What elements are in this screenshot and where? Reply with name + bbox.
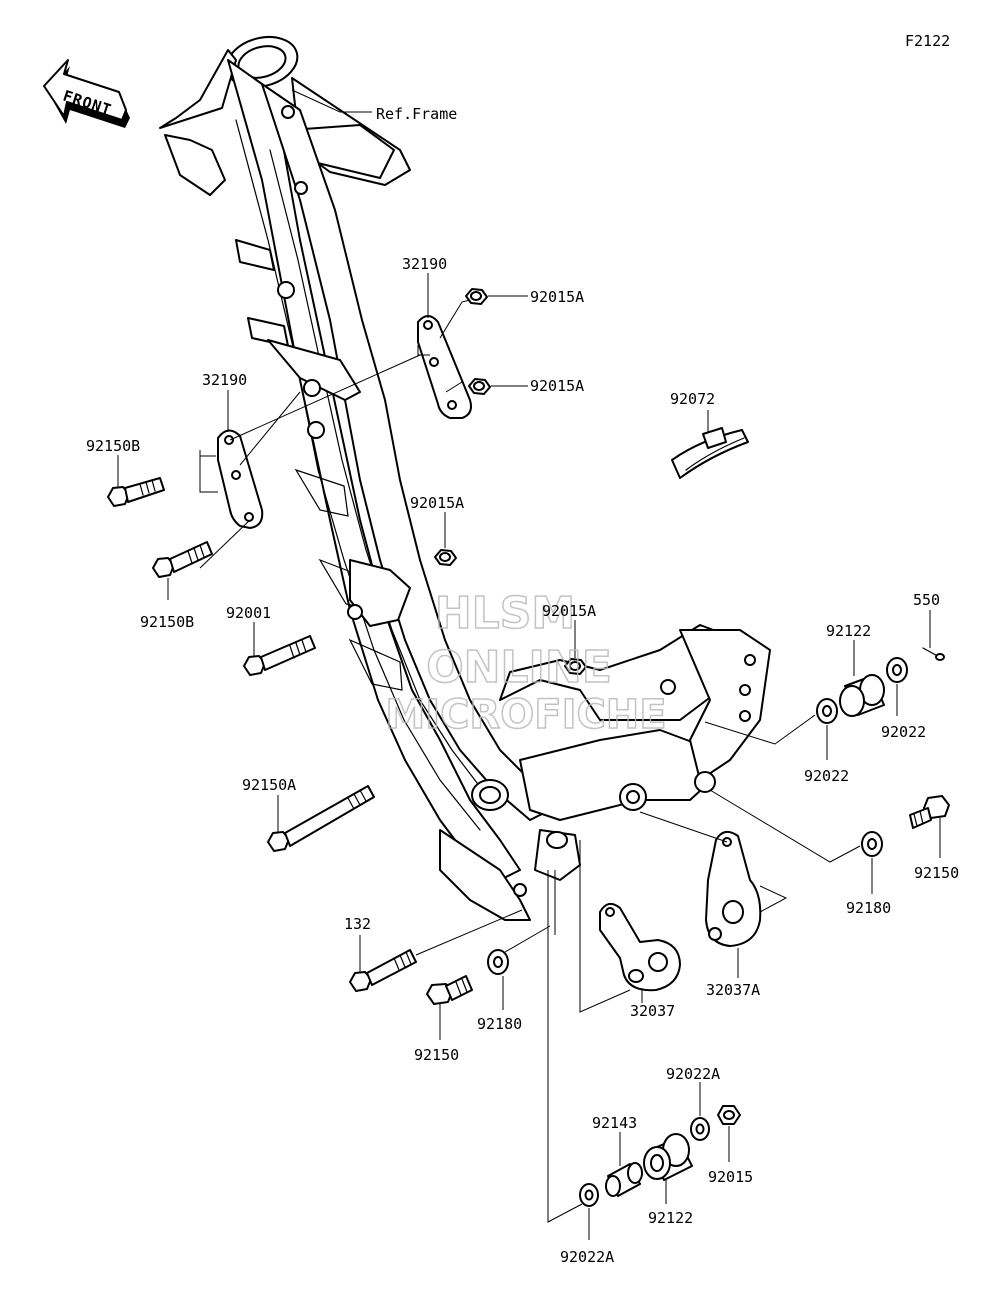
label-92150-right: 92150 [914, 864, 959, 882]
sleeve-92143 [605, 1162, 643, 1197]
label-32037A: 32037A [706, 981, 760, 999]
washer-92022A-bottom [579, 1183, 599, 1207]
label-92001: 92001 [226, 604, 271, 622]
label-32037: 32037 [630, 1002, 675, 1020]
frame-drawing [159, 36, 771, 921]
engine-bracket-32190-upper [417, 315, 472, 419]
label-132: 132 [344, 915, 371, 933]
label-92122-right: 92122 [826, 622, 871, 640]
nut-92015A-2 [468, 378, 491, 395]
label-92022-right: 92022 [881, 723, 926, 741]
nut-92015A-3 [434, 549, 457, 566]
washer-92180-right [861, 831, 883, 857]
bolt-92001 [243, 635, 316, 676]
label-92150B-2: 92150B [140, 613, 194, 631]
label-92143: 92143 [592, 1114, 637, 1132]
band-92072 [671, 427, 749, 479]
label-92022-left: 92022 [804, 767, 849, 785]
watermark-line-3: MICROFICHE [385, 692, 666, 738]
watermark: HLSM ONLINE MICROFICHE [385, 587, 668, 739]
nut-92015 [717, 1105, 741, 1125]
bracket-32037A [705, 830, 762, 947]
leader-lines [117, 89, 941, 1240]
label-32190-upper: 32190 [402, 255, 447, 273]
bolt-132 [349, 949, 417, 992]
label-92015A-2: 92015A [530, 377, 584, 395]
label-92180-bottom: 92180 [477, 1015, 522, 1033]
bracket-32037 [599, 902, 681, 992]
label-92072: 92072 [670, 390, 715, 408]
label-92015: 92015 [708, 1168, 753, 1186]
nut-92015A-1 [465, 288, 488, 305]
label-550: 550 [913, 591, 940, 609]
collar-92122-bottom [643, 1133, 693, 1181]
nut-92015A-4 [564, 658, 587, 675]
watermark-line-2: ONLINE [426, 642, 612, 693]
bolt-92150B-1 [107, 477, 165, 507]
diagram-code: F2122 [905, 32, 950, 50]
label-92150-bottom: 92150 [414, 1046, 459, 1064]
bolt-92150-bottom [426, 975, 473, 1005]
washer-92022A-top [690, 1117, 710, 1141]
label-92022A-bottom: 92022A [560, 1248, 614, 1266]
label-ref-frame: Ref.Frame [376, 105, 457, 123]
bolt-92150B-2 [152, 541, 213, 578]
label-92015A-1: 92015A [530, 288, 584, 306]
washer-92022-right [886, 657, 908, 683]
bolt-92150-right [909, 795, 950, 829]
label-92122-bottom: 92122 [648, 1209, 693, 1227]
label-92015A-4: 92015A [542, 602, 596, 620]
washer-92180-bottom [487, 949, 509, 975]
front-arrow-icon: FRONT [43, 59, 130, 128]
washer-92022-left [816, 698, 838, 724]
pin-550 [922, 647, 945, 661]
label-92022A-top: 92022A [666, 1065, 720, 1083]
label-92150B-1: 92150B [86, 437, 140, 455]
collar-92122-right [839, 674, 885, 717]
watermark-line-1: HLSM [435, 588, 575, 639]
part-labels: Ref.Frame 32190 32190 92015A 92015A 9201… [86, 105, 959, 1266]
engine-bracket-32190-lower [217, 429, 264, 529]
bolt-92150A [267, 785, 375, 852]
label-92180-right: 92180 [846, 899, 891, 917]
label-92015A-3: 92015A [410, 494, 464, 512]
label-92150A: 92150A [242, 776, 296, 794]
label-32190-lower: 32190 [202, 371, 247, 389]
